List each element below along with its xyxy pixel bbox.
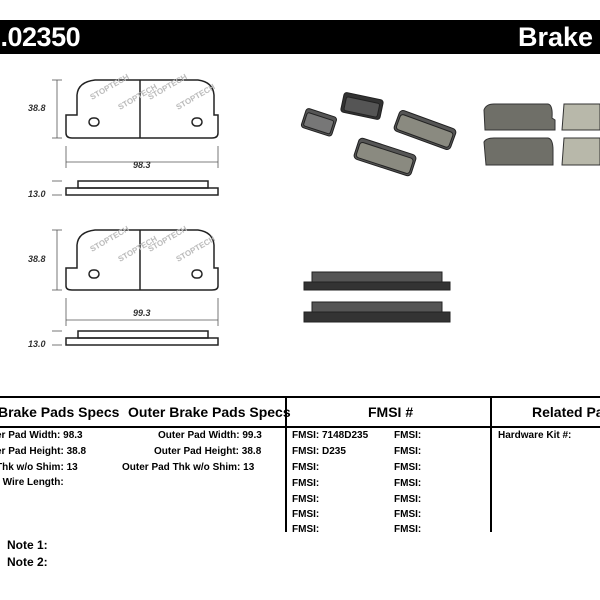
product-photo-flat bbox=[483, 103, 600, 166]
fmsi-row: FMSI: bbox=[394, 430, 422, 441]
fmsi-row: FMSI: bbox=[394, 478, 422, 489]
spec-row: er Pad Width: 98.3 bbox=[0, 430, 83, 441]
outer-specs-title: Outer Brake Pads Specs bbox=[128, 404, 291, 420]
dimension-thickness-2: 13.0 bbox=[28, 339, 46, 349]
fmsi-row: FMSI: 7148D235 bbox=[292, 430, 369, 441]
spec-row: Thk w/o Shim: 13 bbox=[0, 462, 78, 473]
pad-drawing-2 bbox=[65, 229, 219, 291]
pad-side-view-2 bbox=[65, 330, 219, 346]
note-2: Note 2: bbox=[7, 555, 48, 569]
product-photo-side bbox=[303, 271, 451, 323]
divider-header bbox=[0, 426, 600, 428]
product-photo-angled bbox=[300, 92, 457, 177]
fmsi-row: FMSI: bbox=[292, 478, 320, 489]
inner-specs-title: Brake Pads Specs bbox=[0, 404, 120, 420]
spec-row: Outer Pad Height: 38.8 bbox=[154, 446, 262, 457]
dimension-height-1: 38.8 bbox=[28, 103, 46, 113]
hardware-kit-row: Hardware Kit #: bbox=[498, 430, 572, 441]
dimension-height-2: 38.8 bbox=[28, 254, 46, 264]
fmsi-row: FMSI: bbox=[394, 524, 422, 535]
fmsi-row: FMSI: bbox=[292, 494, 320, 505]
svg-text:STOPTECH: STOPTECH bbox=[175, 82, 217, 112]
fmsi-row: FMSI: bbox=[292, 524, 320, 535]
dimension-thickness-1: 13.0 bbox=[28, 189, 46, 199]
fmsi-row: FMSI: bbox=[292, 509, 320, 520]
spec-row: r Wire Length: bbox=[0, 477, 64, 488]
fmsi-row: FMSI: bbox=[394, 446, 422, 457]
logo-watermark-1: STOPTECH STOPTECH STOPTECH STOPTECH bbox=[89, 72, 217, 112]
divider-col-1 bbox=[285, 396, 287, 532]
spec-row: er Pad Height: 38.8 bbox=[0, 446, 87, 457]
spec-row: Outer Pad Width: 99.3 bbox=[158, 430, 262, 441]
pad-drawing-1 bbox=[65, 79, 219, 139]
divider-col-2 bbox=[490, 396, 492, 532]
related-parts-title: Related Par bbox=[532, 404, 600, 420]
fmsi-row: FMSI: bbox=[394, 509, 422, 520]
divider-top bbox=[0, 396, 600, 398]
spec-row: Outer Pad Thk w/o Shim: 13 bbox=[122, 462, 255, 473]
header-bar: 0.02350 Brake F bbox=[0, 20, 600, 54]
pad-side-view-1 bbox=[65, 180, 219, 196]
header-title: Brake F bbox=[518, 22, 600, 52]
fmsi-title: FMSI # bbox=[368, 404, 414, 420]
part-number: 0.02350 bbox=[0, 22, 81, 52]
technical-drawing: STOPTECH STOPTECH STOPTECH STOPTECH STOP… bbox=[52, 72, 600, 346]
fmsi-row: FMSI: bbox=[394, 494, 422, 505]
fmsi-row: FMSI: bbox=[394, 462, 422, 473]
svg-text:STOPTECH: STOPTECH bbox=[89, 72, 131, 102]
svg-text:STOPTECH: STOPTECH bbox=[175, 234, 217, 264]
dimension-width-2: 99.3 bbox=[133, 308, 151, 318]
svg-text:STOPTECH: STOPTECH bbox=[89, 224, 131, 254]
fmsi-row: FMSI: bbox=[292, 462, 320, 473]
fmsi-row: FMSI: D235 bbox=[292, 446, 346, 457]
dimension-width-1: 98.3 bbox=[133, 160, 151, 170]
note-1: Note 1: bbox=[7, 538, 48, 552]
